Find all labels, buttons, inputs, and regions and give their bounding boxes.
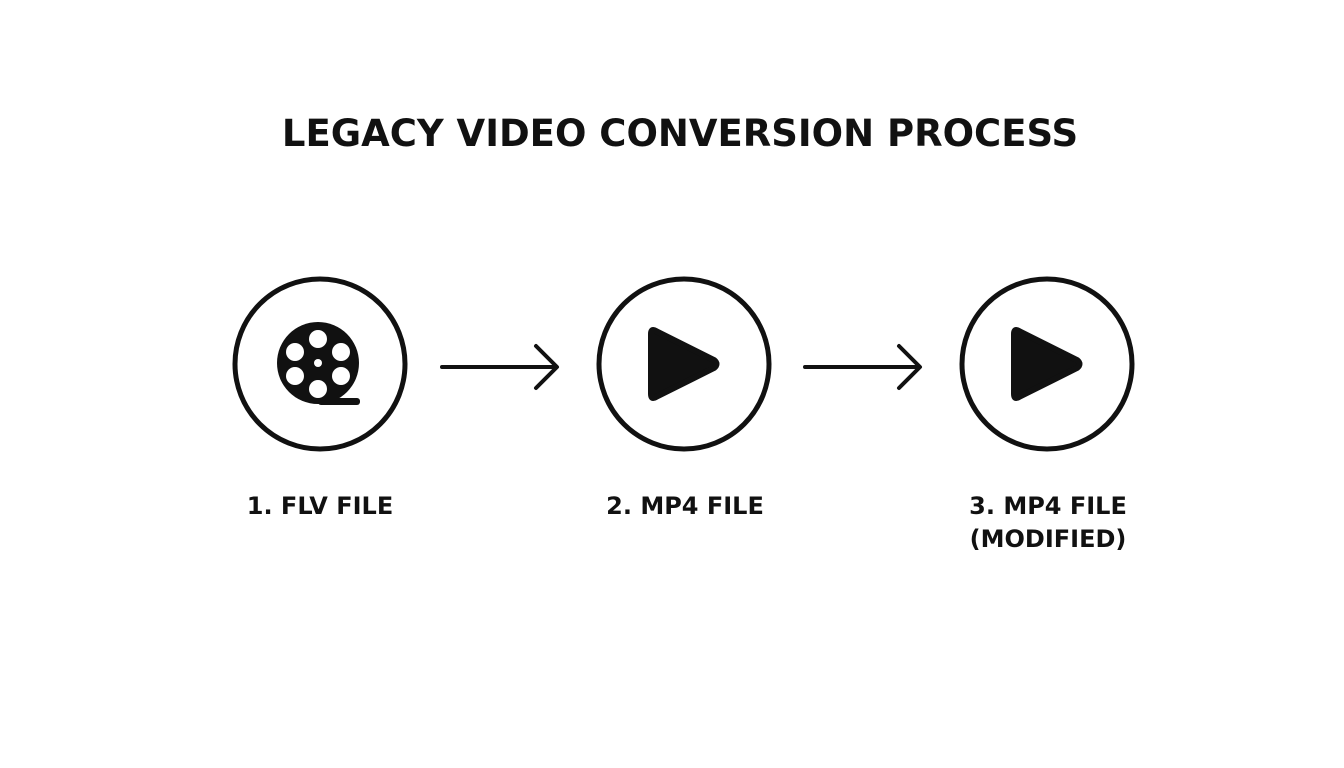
step-2-label-line1: 2. MP4 FILE: [606, 492, 764, 520]
arrow-right-icon: [440, 342, 564, 392]
step-3-label-line1: 3. MP4 FILE: [969, 492, 1127, 520]
step-2-label: 2. MP4 FILE: [555, 490, 815, 523]
step-3-node: [959, 276, 1135, 452]
arrow-right-icon: [803, 342, 927, 392]
step-1-label: 1. FLV FILE: [190, 490, 450, 523]
diagram-title: LEGACY VIDEO CONVERSION PROCESS: [281, 112, 1079, 155]
step-1-label-line1: 1. FLV FILE: [246, 492, 394, 520]
step-3-label: 3. MP4 FILE (MODIFIED): [918, 490, 1178, 556]
step-3-label-line2: (MODIFIED): [969, 525, 1127, 553]
step-2-node: [596, 276, 772, 452]
play-icon: [959, 276, 1135, 452]
play-icon: [596, 276, 772, 452]
step-1-node: [232, 276, 408, 452]
film-reel-icon: [232, 276, 408, 452]
